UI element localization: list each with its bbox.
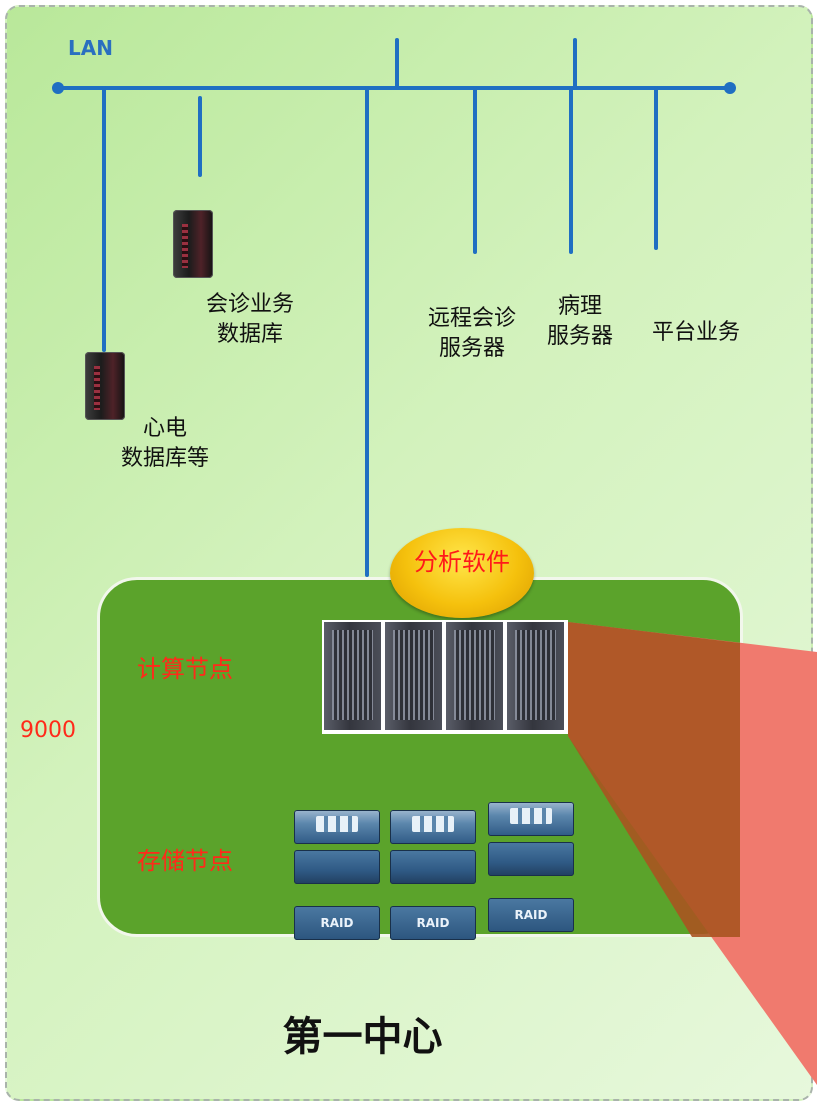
- storage-node-label: 存储节点: [137, 847, 233, 875]
- compute-rack-icon: [507, 622, 564, 730]
- ecg-db-server-icon: [85, 352, 125, 420]
- raid-label: RAID: [488, 898, 574, 932]
- raid-storage-icon: RAID: [386, 808, 480, 940]
- compute-rack-icon: [385, 622, 442, 730]
- compute-rack-icon: [446, 622, 503, 730]
- side-number: 9000: [20, 718, 76, 743]
- consult-db-server-icon: [173, 210, 213, 278]
- center-title: 第一中心: [282, 1014, 443, 1060]
- ecg-db-label: 心电 数据库等: [120, 416, 209, 471]
- platform-business-label: 平台业务: [651, 320, 740, 345]
- pathology-server-label: 病理 服务器: [546, 294, 613, 349]
- compute-node-label: 计算节点: [137, 655, 233, 683]
- lan-bus-right-end: [724, 82, 736, 94]
- raid-storage-icon: RAID: [484, 800, 578, 932]
- analysis-software-label: 分析软件: [414, 548, 510, 576]
- raid-storage-icon: RAID: [290, 808, 384, 940]
- raid-label: RAID: [390, 906, 476, 940]
- raid-label: RAID: [294, 906, 380, 940]
- analysis-software-ellipse: 分析软件: [390, 528, 534, 618]
- compute-racks: [322, 620, 568, 734]
- lan-bus-left-end: [52, 82, 64, 94]
- lan-label: LAN: [68, 36, 113, 60]
- remote-consult-server-label: 远程会诊 服务器: [427, 306, 516, 361]
- compute-rack-icon: [324, 622, 381, 730]
- consult-db-label: 会诊业务 数据库: [205, 292, 294, 347]
